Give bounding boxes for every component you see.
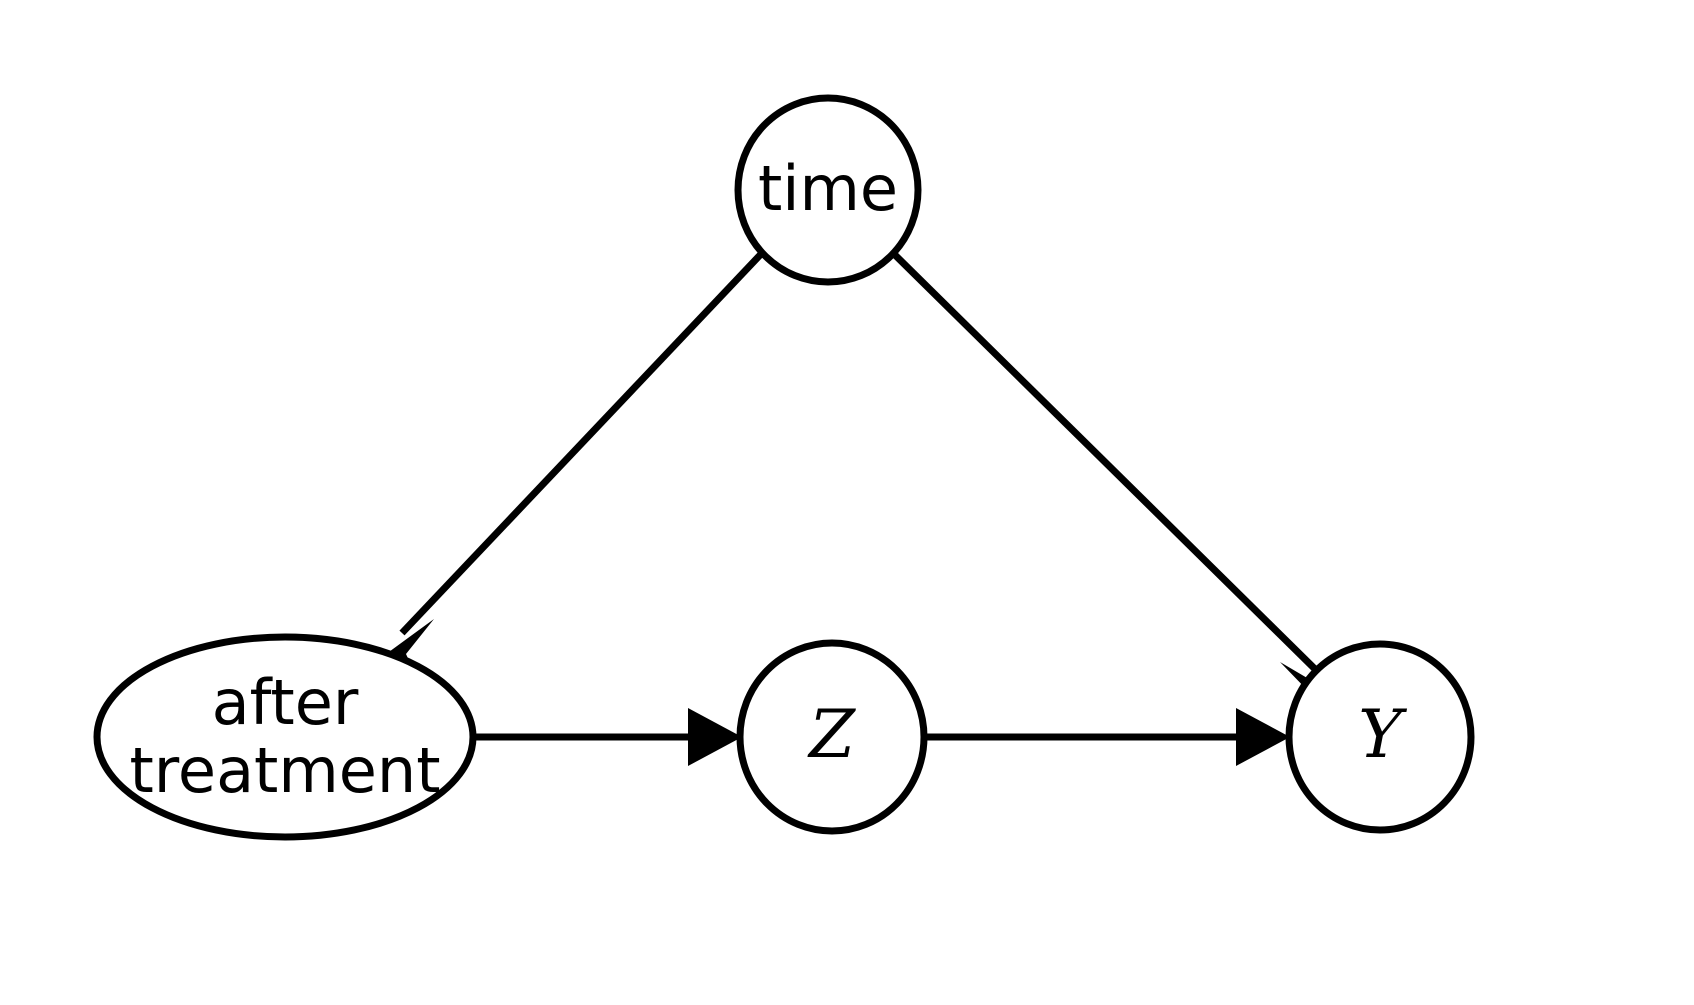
- node-Z-label: Z: [807, 696, 856, 773]
- edge-after-treatment-to-Z: [473, 708, 742, 766]
- edge-Z-to-Y: [924, 708, 1290, 766]
- node-Y-shape[interactable]: [1285, 640, 1475, 834]
- edge-time-to-after-treatment: [371, 250, 765, 693]
- node-time-shape[interactable]: [734, 94, 922, 286]
- edge-line-time-after-treatment: [399, 250, 765, 636]
- node-after-treatment-label-line1: after: [212, 666, 359, 739]
- arrowhead-after-treatment-Z: [688, 708, 742, 766]
- node-time-label: time: [758, 152, 898, 225]
- arrowhead-Z-Y: [1236, 708, 1290, 766]
- node-Y[interactable]: Y: [1285, 640, 1475, 834]
- node-Z[interactable]: Z: [736, 639, 928, 835]
- node-after-treatment[interactable]: after treatment: [93, 633, 477, 841]
- edge-time-to-Y: [890, 250, 1348, 734]
- node-Y-label: Y: [1358, 696, 1407, 773]
- node-time[interactable]: time: [734, 94, 922, 286]
- node-after-treatment-shape[interactable]: [93, 633, 477, 841]
- node-Z-shape[interactable]: [736, 639, 928, 835]
- node-after-treatment-label-line2: treatment: [129, 734, 440, 807]
- edge-line-time-Y: [890, 250, 1321, 675]
